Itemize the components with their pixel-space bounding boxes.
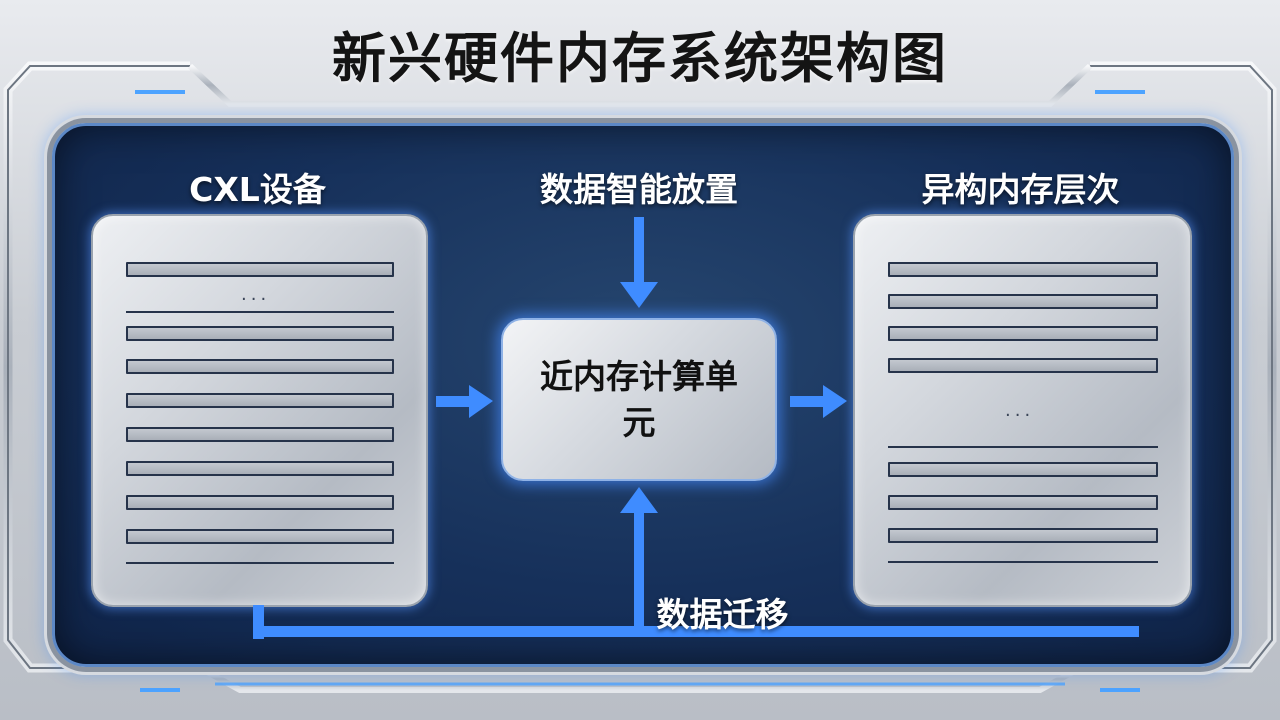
label-data-migration: 数据迁移 <box>656 595 789 634</box>
ellipsis: ··· <box>1005 405 1035 426</box>
frame-top-rail <box>187 63 1093 107</box>
memory-module-bar <box>126 461 394 476</box>
memory-module-bar <box>126 326 394 341</box>
ellipsis: ··· <box>241 289 271 310</box>
memory-tier-bar <box>888 528 1158 543</box>
memory-tier-bar <box>888 462 1158 477</box>
divider <box>888 446 1158 448</box>
label-data-placement: 数据智能放置 <box>540 170 738 209</box>
memory-module-bar <box>126 427 394 442</box>
memory-module-bar <box>126 529 394 544</box>
divider <box>126 562 394 564</box>
cxl-device-card: ··· <box>91 214 428 607</box>
divider <box>888 561 1158 563</box>
diagram-title: 新兴硬件内存系统架构图 <box>332 27 948 90</box>
divider <box>126 311 394 313</box>
memory-hierarchy-card: ··· <box>853 214 1192 607</box>
memory-tier-bar <box>888 358 1158 373</box>
memory-module-bar <box>126 393 394 408</box>
near-memory-compute-unit: 近内存计算单元 <box>501 318 777 481</box>
memory-module-bar <box>126 262 394 277</box>
memory-tier-bar <box>888 262 1158 277</box>
memory-tier-bar <box>888 326 1158 341</box>
memory-module-bar <box>126 359 394 374</box>
memory-tier-bar <box>888 294 1158 309</box>
center-node-label: 近内存计算单元 <box>540 356 738 442</box>
memory-module-bar <box>126 495 394 510</box>
frame-bottom-rail <box>198 665 1082 693</box>
label-cxl-devices: CXL设备 <box>189 170 326 209</box>
memory-tier-bar <box>888 495 1158 510</box>
label-heterogeneous-memory: 异构内存层次 <box>921 170 1120 209</box>
